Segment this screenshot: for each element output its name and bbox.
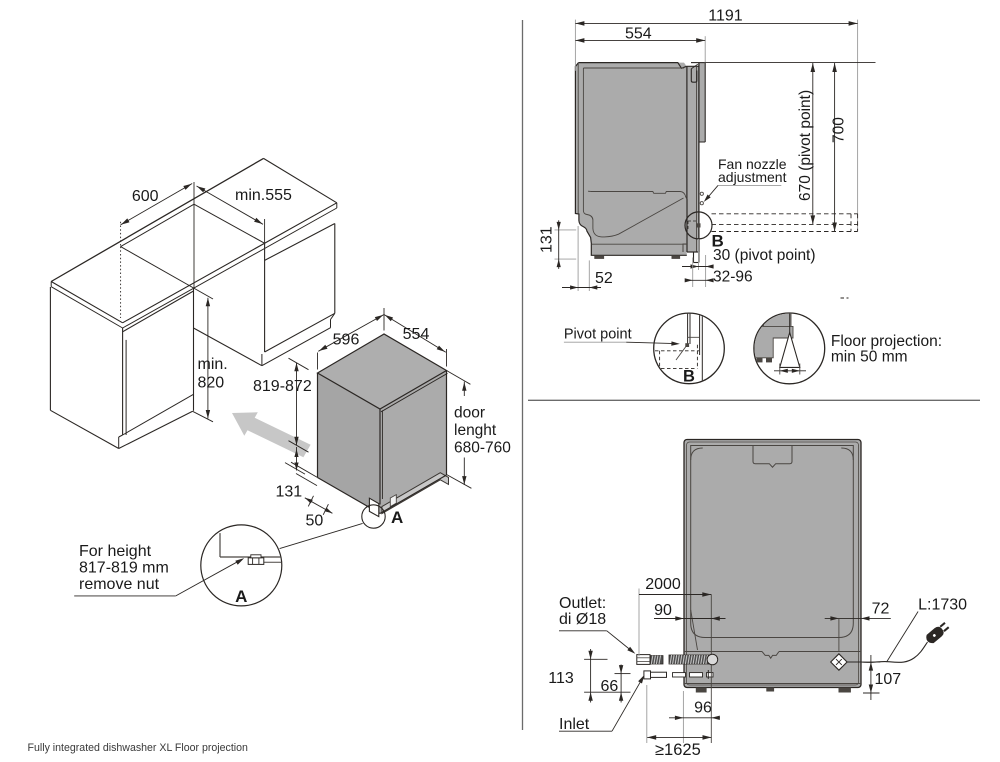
svg-text:L:1730: L:1730 xyxy=(918,597,967,614)
svg-text:819-872: 819-872 xyxy=(253,378,312,395)
svg-text:min.555: min.555 xyxy=(235,187,292,204)
svg-text:B: B xyxy=(683,368,695,386)
svg-text:1191: 1191 xyxy=(708,8,743,25)
svg-text:817-819 mm: 817-819 mm xyxy=(79,560,169,577)
svg-text:50: 50 xyxy=(306,513,324,530)
svg-text:lenght: lenght xyxy=(454,422,497,439)
svg-text:66: 66 xyxy=(601,678,619,695)
svg-text:820: 820 xyxy=(198,375,225,392)
svg-text:Inlet: Inlet xyxy=(559,716,590,733)
svg-text:600: 600 xyxy=(132,188,159,205)
svg-text:A: A xyxy=(235,587,247,606)
svg-text:554: 554 xyxy=(625,26,652,43)
svg-text:remove nut: remove nut xyxy=(79,576,160,593)
svg-text:131: 131 xyxy=(276,484,303,501)
svg-text:700: 700 xyxy=(831,117,848,143)
svg-text:≥1625: ≥1625 xyxy=(655,741,701,759)
svg-text:door: door xyxy=(454,405,485,422)
svg-text:B: B xyxy=(712,232,724,251)
svg-text:131: 131 xyxy=(539,226,556,253)
svg-text:32-96: 32-96 xyxy=(713,269,753,286)
svg-text:72: 72 xyxy=(872,601,890,618)
svg-text:Fully integrated dishwasher XL: Fully integrated dishwasher XL Floor pro… xyxy=(28,742,249,754)
svg-text:A: A xyxy=(391,508,403,527)
svg-text:min.: min. xyxy=(198,356,228,373)
svg-text:596: 596 xyxy=(333,332,360,349)
svg-text:Pivot point: Pivot point xyxy=(564,327,632,343)
svg-text:min 50 mm: min 50 mm xyxy=(831,349,908,366)
svg-text:For height: For height xyxy=(79,543,152,560)
svg-text:107: 107 xyxy=(875,671,902,688)
svg-text:2000: 2000 xyxy=(645,576,681,593)
svg-text:113: 113 xyxy=(548,670,574,687)
svg-text:554: 554 xyxy=(403,326,430,343)
svg-text:Floor projection:: Floor projection: xyxy=(831,333,942,350)
svg-text:90: 90 xyxy=(654,602,672,619)
svg-text:52: 52 xyxy=(595,270,613,287)
svg-text:670 (pivot point): 670 (pivot point) xyxy=(797,90,814,201)
svg-text:Outlet:: Outlet: xyxy=(559,595,606,612)
svg-text:di Ø18: di Ø18 xyxy=(559,611,606,628)
svg-text:96: 96 xyxy=(694,700,712,717)
svg-text:680-760: 680-760 xyxy=(454,440,511,457)
svg-text:adjustment: adjustment xyxy=(718,169,787,185)
svg-text:Fan nozzle: Fan nozzle xyxy=(718,156,787,172)
svg-text:30 (pivot point): 30 (pivot point) xyxy=(713,247,816,264)
